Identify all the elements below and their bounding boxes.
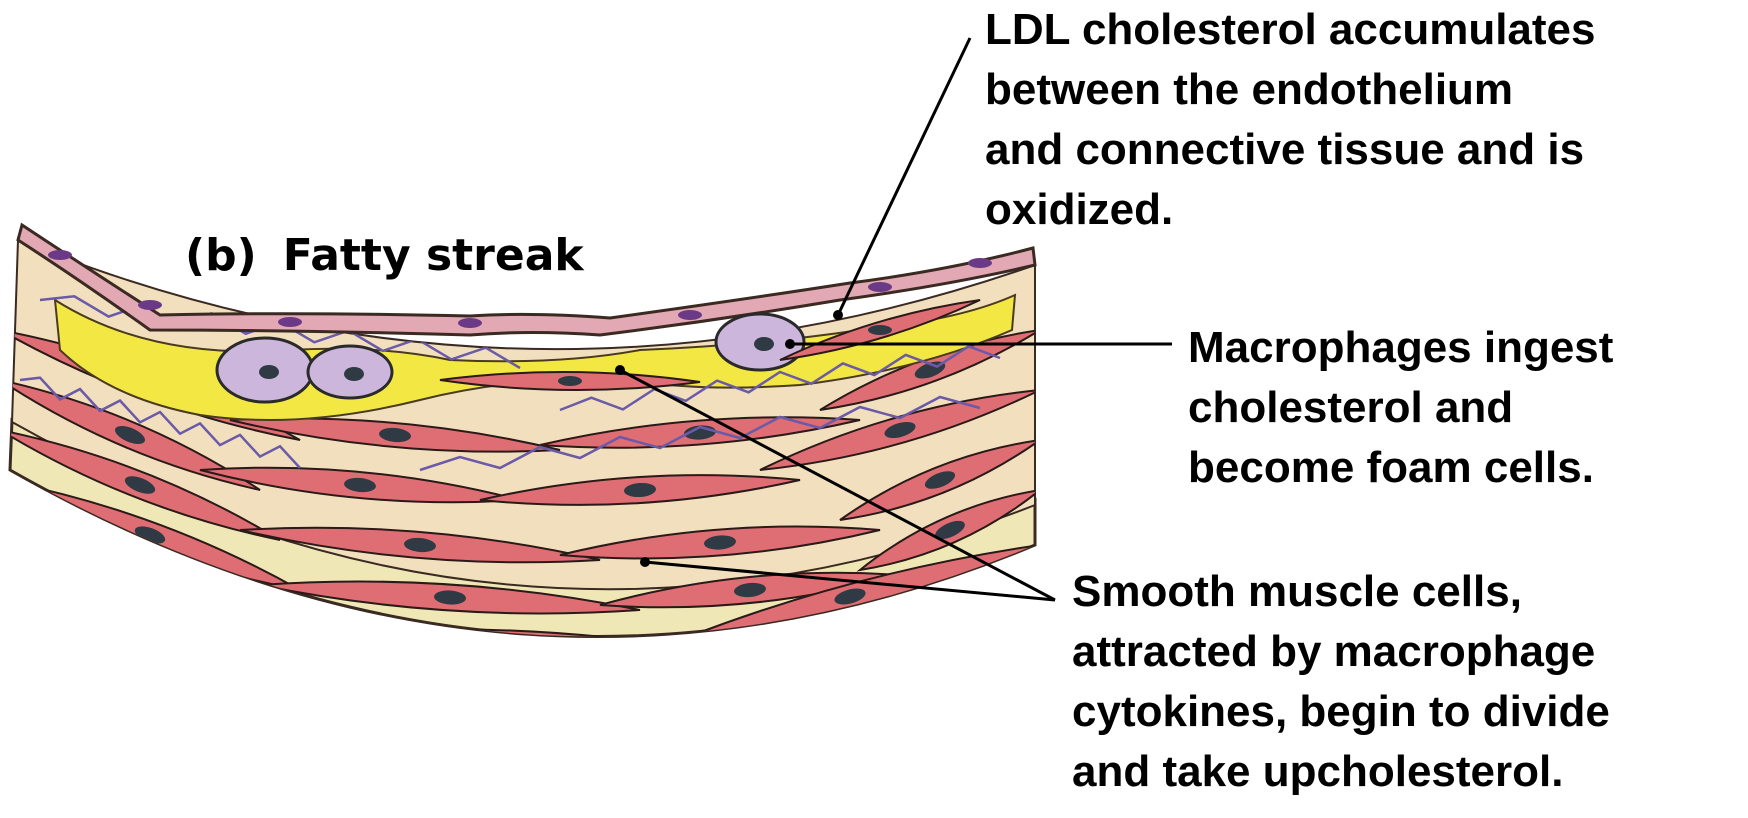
label-smooth-muscle-line: cytokines, begin to divide <box>1072 682 1610 742</box>
label-macrophages-line: Macrophages ingest <box>1188 318 1613 378</box>
label-macrophages-line: become foam cells. <box>1188 438 1613 498</box>
panel-tag: (b) <box>185 230 257 281</box>
endothelial-nucleus <box>678 310 702 320</box>
cell-nucleus <box>868 325 892 335</box>
label-smooth-muscle: Smooth muscle cells, attracted by macrop… <box>1072 562 1610 802</box>
endothelial-nucleus <box>278 317 302 327</box>
cell-nucleus <box>558 376 582 386</box>
label-ldl-line: LDL cholesterol accumulates <box>985 0 1596 60</box>
leader-dot-smooth-muscle-2 <box>640 557 650 567</box>
label-ldl-line: between the endothelium <box>985 60 1596 120</box>
label-smooth-muscle-line: and take upcholesterol. <box>1072 742 1610 802</box>
endothelial-nucleus <box>48 250 72 260</box>
label-ldl: LDL cholesterol accumulates between the … <box>985 0 1596 240</box>
cell-nucleus <box>494 635 527 650</box>
cell-nucleus <box>183 579 218 602</box>
label-macrophages: Macrophages ingest cholesterol and becom… <box>1188 318 1613 498</box>
label-smooth-muscle-line: attracted by macrophage <box>1072 622 1610 682</box>
label-smooth-muscle-line: Smooth muscle cells, <box>1072 562 1610 622</box>
label-macrophages-line: cholesterol and <box>1188 378 1613 438</box>
leader-dot-smooth-muscle-1 <box>615 365 625 375</box>
panel-title: Fatty streak <box>283 230 584 281</box>
endothelial-nucleus <box>868 282 892 292</box>
label-ldl-line: oxidized. <box>985 180 1596 240</box>
endothelial-nucleus <box>968 258 992 268</box>
figure-title: (b) Fatty streak <box>185 228 584 284</box>
macrophage-nucleus <box>259 365 279 379</box>
endothelial-nucleus <box>138 300 162 310</box>
label-ldl-line: and connective tissue and is <box>985 120 1596 180</box>
macrophage-nucleus <box>754 337 774 351</box>
macrophage-nucleus <box>344 367 364 381</box>
endothelial-nucleus <box>458 318 482 328</box>
leader-dot-ldl <box>833 310 843 320</box>
leader-dot-macrophage <box>785 339 795 349</box>
